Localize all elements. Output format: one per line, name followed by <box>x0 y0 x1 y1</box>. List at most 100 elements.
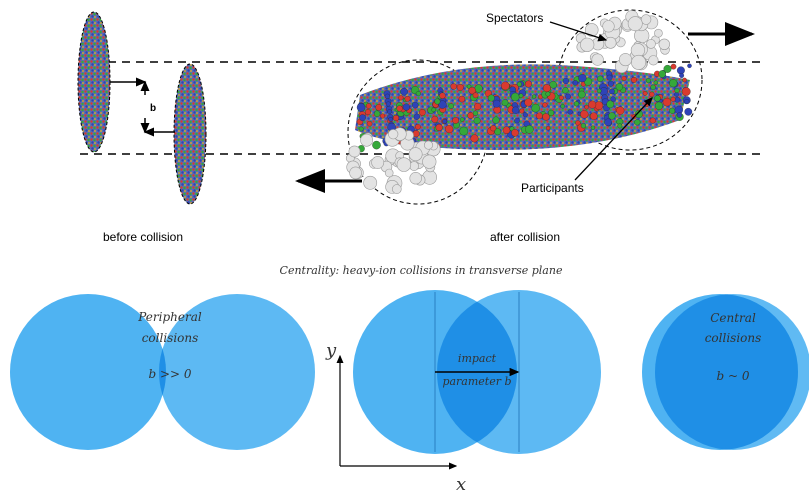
participant-nucleon <box>372 140 381 150</box>
participant-nucleon <box>468 86 476 95</box>
participant-nucleon <box>531 94 537 99</box>
participant-nucleon <box>653 80 659 85</box>
participant-nucleon <box>525 125 534 134</box>
participant-nucleon <box>617 123 623 129</box>
central-line1: Central <box>710 311 756 325</box>
participant-nucleon <box>562 77 569 85</box>
impact-overlap <box>437 290 517 454</box>
participant-nucleon <box>511 106 520 114</box>
spectator-nucleon <box>363 175 378 190</box>
participant-nucleon <box>615 83 623 91</box>
participant-nucleon <box>431 115 439 123</box>
participant-nucleon <box>487 94 495 102</box>
participant-nucleon <box>580 110 589 119</box>
peripheral-value: b >> 0 <box>148 367 191 381</box>
participant-nucleon <box>650 84 656 90</box>
participant-nucleon <box>470 134 479 143</box>
participant-nucleon <box>396 105 403 112</box>
spectator-nucleon <box>349 166 362 180</box>
participant-nucleon <box>531 103 540 113</box>
participant-nucleon <box>621 75 627 81</box>
spectator-nucleon <box>422 154 437 169</box>
participant-nucleon <box>448 103 454 109</box>
after-collision-label: after collision <box>490 230 560 244</box>
participant-nucleon <box>684 99 690 104</box>
participant-nucleon <box>492 99 501 108</box>
participant-nucleon <box>542 84 551 93</box>
central-panel: Central collisions b ~ 0 <box>642 294 809 450</box>
participant-nucleon <box>450 83 457 90</box>
spectator-nucleon <box>384 168 394 178</box>
participant-nucleon <box>681 87 691 96</box>
participant-nucleon <box>522 112 528 118</box>
participant-nucleon <box>472 92 479 99</box>
participant-nucleon <box>365 109 371 116</box>
participant-nucleon <box>467 112 475 119</box>
participant-nucleon <box>634 110 643 119</box>
participant-nucleon <box>645 78 651 84</box>
participant-nucleon <box>634 119 641 126</box>
participant-nucleon <box>670 96 676 102</box>
impact-line2: parameter b <box>442 375 511 388</box>
participants-label: Participants <box>521 181 584 195</box>
central-value: b ~ 0 <box>717 369 750 383</box>
participant-nucleon <box>559 95 564 101</box>
participant-nucleon <box>682 77 687 83</box>
participant-nucleon <box>434 98 441 105</box>
centrality-caption: Centrality: heavy-ion collisions in tran… <box>280 264 563 277</box>
participant-nucleon <box>669 79 678 88</box>
participant-nucleon <box>560 104 565 109</box>
central-line2: collisions <box>705 331 762 345</box>
participant-nucleon <box>439 92 446 99</box>
participant-nucleon <box>545 91 551 97</box>
participant-nucleon <box>578 90 586 99</box>
participant-nucleon <box>452 117 459 124</box>
participant-nucleon <box>548 109 555 116</box>
participant-nucleon <box>387 109 392 115</box>
after-collision-group: Spectators Participants after collision <box>295 9 755 244</box>
participant-nucleon <box>604 118 612 127</box>
participant-nucleon <box>402 103 410 111</box>
participant-nucleon <box>375 104 382 111</box>
participant-nucleon <box>573 101 580 107</box>
participant-nucleon <box>380 113 386 119</box>
spectator-nucleon <box>604 36 617 49</box>
participant-nucleon <box>545 125 551 131</box>
participant-nucleon <box>684 107 693 116</box>
participant-nucleon <box>516 81 522 87</box>
participant-nucleon <box>519 108 525 114</box>
spectator-nucleon <box>371 156 385 169</box>
b-label: b <box>150 103 156 114</box>
participant-nucleon <box>501 99 509 106</box>
participant-nucleon <box>676 112 683 118</box>
peripheral-line1: Peripheral <box>137 310 202 324</box>
participant-nucleon <box>398 95 404 101</box>
participant-nucleon <box>385 101 391 107</box>
participant-nucleon <box>606 100 615 109</box>
peripheral-panel: Peripheral collisions b >> 0 <box>10 294 315 450</box>
participant-nucleon <box>590 112 598 120</box>
participant-nucleon <box>578 74 587 83</box>
participant-nucleon <box>472 110 479 116</box>
participant-nucleon <box>524 80 532 88</box>
spectator-nucleon <box>631 54 647 70</box>
participant-nucleon <box>610 96 616 102</box>
peripheral-nucleus-b <box>159 294 315 450</box>
participant-nucleon <box>649 117 656 124</box>
participant-nucleon <box>590 125 596 130</box>
participant-nucleon <box>435 123 443 132</box>
before-collision-group: b before collision <box>77 11 760 244</box>
spectator-nucleon <box>658 38 670 50</box>
spectator-nucleon <box>580 37 595 52</box>
participant-nucleon <box>438 100 447 109</box>
participant-nucleon <box>584 104 589 110</box>
participant-nucleon <box>631 76 637 83</box>
participant-nucleon <box>502 126 511 134</box>
participant-nucleon <box>674 92 679 97</box>
participant-nucleon <box>536 112 543 120</box>
spectator-nucleon <box>396 157 412 172</box>
spectator-nucleon <box>654 28 663 38</box>
participant-nucleon <box>510 92 520 102</box>
spectator-nucleon <box>584 23 599 37</box>
